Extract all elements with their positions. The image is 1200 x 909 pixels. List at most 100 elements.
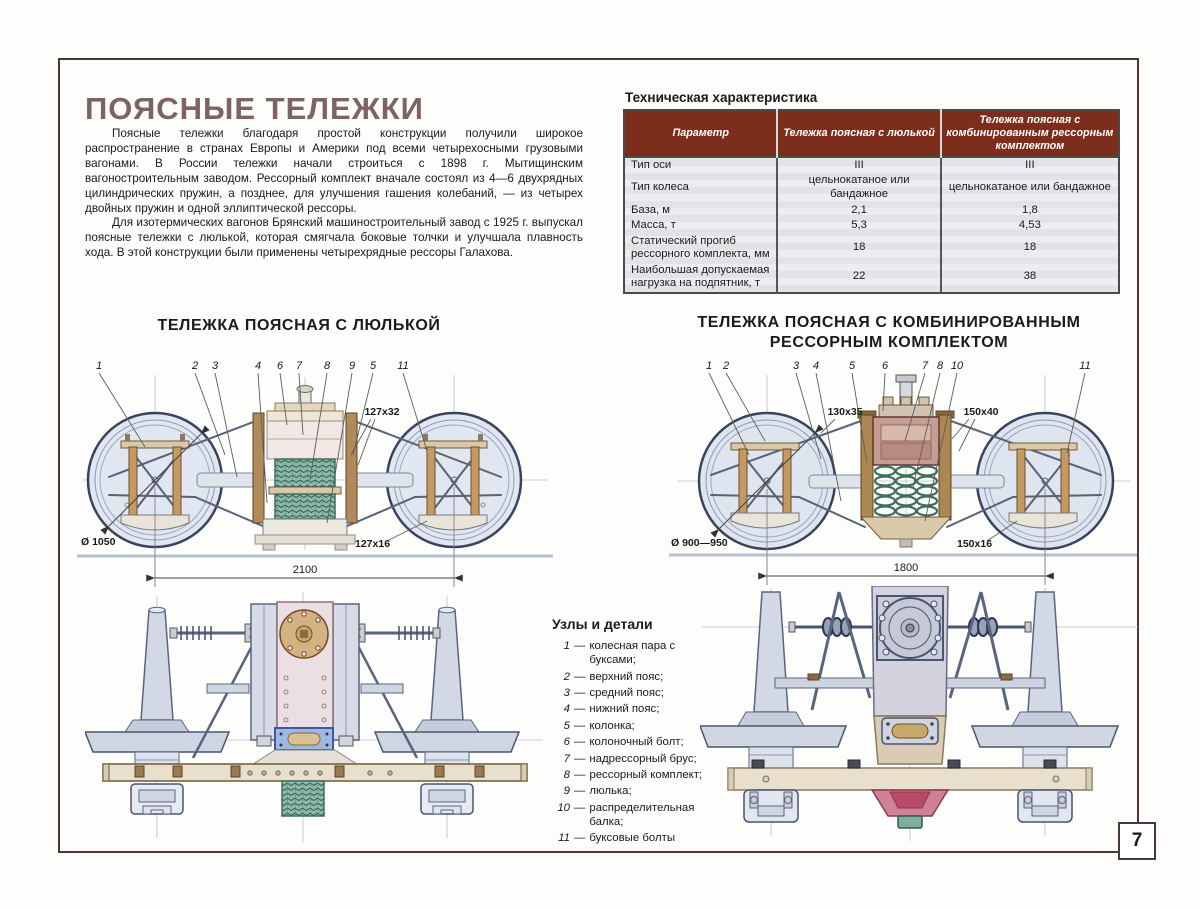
svg-text:8: 8 [937,360,944,372]
dash: — [574,832,586,845]
part-number: 8 [563,768,570,781]
value-cell: 18 [776,233,941,263]
svg-text:1: 1 [706,360,712,372]
part-number: 11 [558,832,570,845]
right-diagram-title-line1: ТЕЛЕЖКА ПОЯСНАЯ С КОМБИНИРОВАННЫМ [697,314,1081,331]
parts-legend-title: Узлы и детали [552,616,653,632]
journal-box [130,783,184,815]
part-name: верхний пояс; [589,670,664,683]
value-cell: 4,53 [939,218,1119,234]
table-row: Масса, т 5,3 4,53 [624,218,1119,234]
value-cell: цельнокатаное или бандажное [939,173,1119,203]
parts-legend: Узлы и детали 1—колесная пара с буксами;… [552,616,704,848]
dash: — [574,719,586,732]
list-item: 1—колесная пара с буксами; [552,639,704,668]
leaf-spring-pack [268,458,342,520]
part-name: распределительная балка; [589,801,695,828]
col-header-param: Параметр [624,110,778,157]
part-number: 6 [563,736,570,749]
callout-leader-lines [98,372,428,524]
spring-plank-bowl [859,516,953,548]
value-cell: 38 [939,262,1119,293]
param-cell: Статический прогиб рессорного комплекта,… [631,234,770,261]
lower-cross-beam [727,759,1093,791]
belt-size-label: 150x40 [963,406,998,418]
list-item: 8—рессорный комплект; [552,768,704,782]
list-item: 3—средний пояс; [552,686,704,700]
svg-text:6: 6 [277,360,284,372]
part-name: колоночный болт; [589,736,684,749]
list-item: 5—колонка; [552,719,704,733]
page-number: 7 [1118,822,1156,860]
bolster-assembly [857,374,955,521]
value-cell: 18 [939,233,1119,263]
part-number: 2 [563,670,570,683]
table-row: Статический прогиб рессорного комплекта,… [624,233,1119,263]
value-cell: 1,8 [939,202,1119,219]
intro-paragraph-1: Поясные тележки благодаря простой констр… [85,127,583,215]
table-row: Наибольшая допускаемая нагрузка на подпя… [624,262,1119,293]
value-cell: цельнокатаное или бандажное [776,173,941,203]
wheel-diameter-label: Ø 900—950 [671,537,728,549]
right-diagram-title-line2: РЕССОРНЫМ КОМПЛЕКТОМ [769,334,1009,351]
part-number: 9 [563,785,570,798]
callout-numbers: 1 2 3 4 5 6 7 8 10 11 [706,360,1091,372]
part-name: колонка; [589,719,635,732]
dash: — [574,670,586,683]
journal-box [1017,789,1073,823]
list-item: 2 —верхний пояс; [552,670,704,684]
diagonal-struts [191,643,419,759]
part-number: 4 [563,703,570,716]
svg-text:7: 7 [922,360,929,372]
center-pivot-plate [279,609,329,659]
journal-box [420,783,474,815]
spec-table-title: Техническая характеристика [625,90,818,105]
param-cell: Тип оси [631,158,672,171]
cradle-beam [254,518,356,551]
intro-text: Поясные тележки благодаря простой констр… [85,127,583,261]
part-number: 7 [563,752,570,765]
value-cell: 5,3 [776,218,941,234]
left-diagram-title: ТЕЛЕЖКА ПОЯСНАЯ С ЛЮЛЬКОЙ [157,317,441,334]
part-name: нижний пояс; [589,703,660,716]
page-border [58,58,1139,853]
dash: — [574,703,586,716]
belt-size-label: 130x35 [827,406,862,418]
svg-text:1: 1 [96,360,102,372]
right-diagram-title: ТЕЛЕЖКА ПОЯСНАЯ С КОМБИНИРОВАННЫМ РЕССОР… [680,313,1098,353]
col-header-combined: Тележка поясная с комбинированным рессор… [939,110,1119,157]
center-pedestal [870,789,950,829]
svg-text:5: 5 [849,360,856,372]
dash: — [574,752,586,765]
journal-box-frame [418,434,488,531]
wheel-diameter-label: Ø 1050 [81,536,116,548]
part-name: рессорный комплект; [589,768,703,781]
svg-text:10: 10 [951,360,964,372]
journal-box-frame [1008,442,1078,529]
list-item: 4 —нижний пояс; [552,702,704,716]
svg-text:7: 7 [296,360,303,372]
svg-text:3: 3 [212,360,219,372]
part-name: буксовые болты [589,832,676,845]
part-name: колесная пара с буксами; [589,640,676,667]
value-cell: 22 [776,262,941,293]
cradle-spring-plate [881,717,939,745]
table-row: Тип оси III III [624,156,1119,174]
part-number: 10 [557,801,570,814]
svg-text:11: 11 [397,360,408,372]
cradle-spring-box [274,727,334,751]
value-cell: 2,1 [776,202,941,219]
list-item: 7—надрессорный брус; [552,752,704,766]
svg-text:2: 2 [722,360,729,372]
part-number: 3 [563,687,570,700]
dimension-labels: 127x32 Ø 1050 127x16 2100 [81,406,463,587]
coil-spring-set [873,465,939,517]
svg-text:4: 4 [813,360,819,372]
value-cell: III [939,156,1119,174]
param-cell: Наибольшая допускаемая нагрузка на подпя… [631,263,770,290]
bolster-assembly [252,385,358,524]
svg-text:9: 9 [349,360,355,372]
part-number: 1 [563,640,570,652]
param-cell: Тип колеса [631,181,689,194]
svg-text:8: 8 [324,360,331,372]
